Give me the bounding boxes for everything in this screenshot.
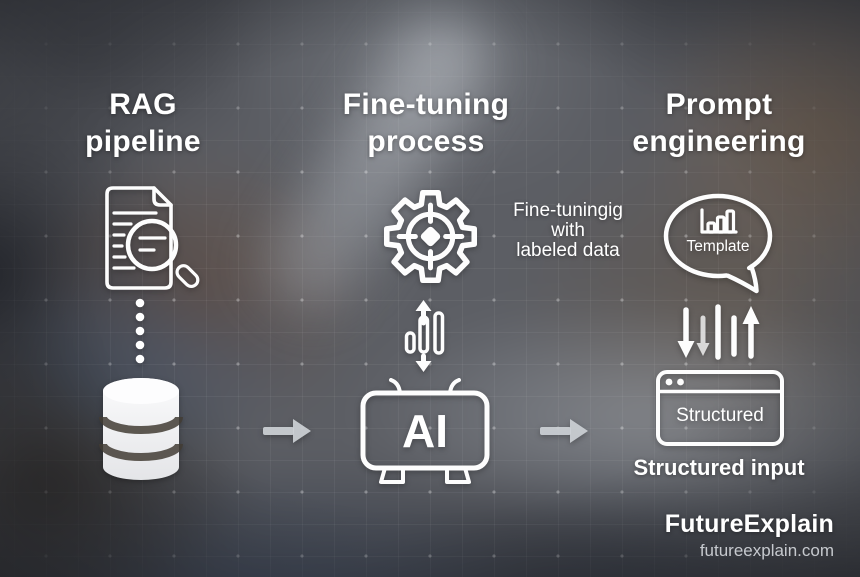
ai-robot-icon: AI xyxy=(360,378,490,484)
title-line: RAG xyxy=(109,88,177,121)
brand-block: FutureExplain futureexplain.com xyxy=(664,510,834,560)
brand-name: FutureExplain xyxy=(664,510,834,538)
structured-input-caption: Structured input xyxy=(633,455,805,480)
structured-label: Structured xyxy=(676,405,764,426)
annotation-line: labeled data xyxy=(516,240,620,261)
tuning-levels-icon xyxy=(404,300,445,372)
gear-target-icon xyxy=(383,189,478,284)
prompt-engineering-title: Prompt engineering xyxy=(619,86,819,160)
fine-tuning-title: Fine-tuning process xyxy=(326,86,526,160)
title-line: engineering xyxy=(632,125,806,158)
title-line: pipeline xyxy=(85,125,201,158)
annotation-line: Fine-tuningig xyxy=(513,200,623,221)
database-icon xyxy=(99,378,183,480)
updown-arrows-icon xyxy=(677,304,760,360)
browser-window-icon: Structured xyxy=(656,370,784,446)
dotted-connector-icon xyxy=(135,298,145,364)
rag-pipeline-title: RAG pipeline xyxy=(43,86,243,160)
template-label: Template xyxy=(687,238,750,255)
speech-bubble-chart-icon: Template xyxy=(663,193,773,294)
document-search-icon xyxy=(105,186,200,290)
title-line: Fine-tuning xyxy=(342,88,510,121)
fine-tuning-annotation: Fine-tuningig with labeled data xyxy=(488,201,648,261)
title-line: process xyxy=(367,125,485,158)
right-arrow-icon xyxy=(540,419,588,443)
title-line: Prompt xyxy=(665,88,773,121)
annotation-line: with xyxy=(551,220,585,241)
right-arrow-icon xyxy=(263,419,311,443)
ai-label: AI xyxy=(402,405,448,457)
brand-website: futureexplain.com xyxy=(699,541,834,560)
